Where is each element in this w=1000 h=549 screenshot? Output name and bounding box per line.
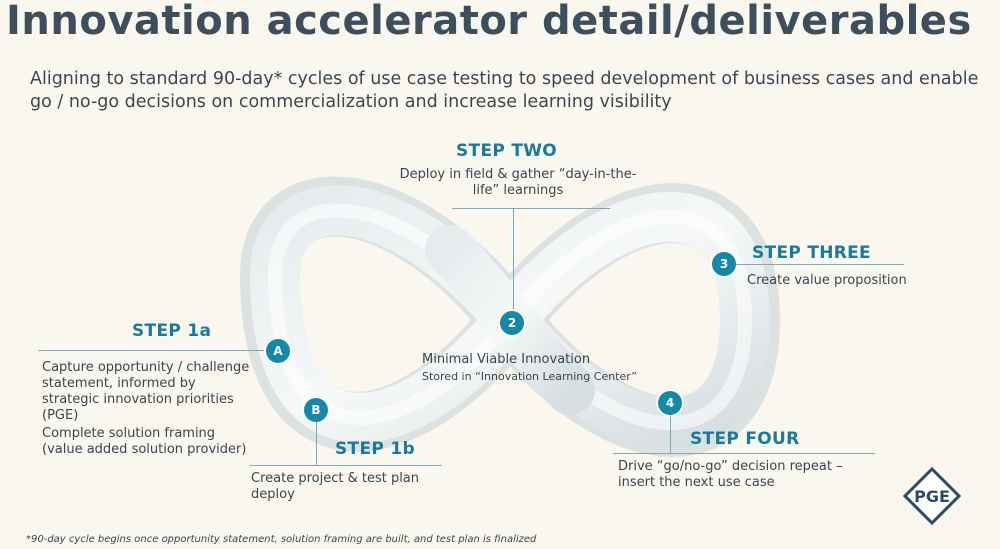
- step-four-text: Drive “go/no-go” decision repeat – inser…: [618, 459, 843, 490]
- step-1a-heading: STEP 1a: [132, 321, 212, 341]
- step-1b-rule: [250, 465, 442, 466]
- step-1a-rule: [38, 350, 265, 351]
- mvi-storage-label: Stored in “Innovation Learning Center”: [422, 370, 637, 383]
- step-two-text: Deploy in field & gather “day-in-the-lif…: [399, 167, 637, 198]
- mvi-label: Minimal Viable Innovation: [422, 352, 591, 367]
- step-two-badge: 2: [500, 311, 524, 335]
- step-1b-heading: STEP 1b: [335, 439, 415, 459]
- page-title: Innovation accelerator detail/deliverabl…: [6, 0, 972, 44]
- step-three-heading: STEP THREE: [752, 243, 871, 263]
- step-four-badge: 4: [658, 391, 682, 415]
- step-four-heading: STEP FOUR: [690, 429, 800, 449]
- step-1a-text-framing: Complete solution framing (value added s…: [42, 426, 247, 457]
- step-two-heading: STEP TWO: [456, 141, 558, 161]
- step-three-text: Create value proposition: [747, 273, 907, 288]
- footnote: *90-day cycle begins once opportunity st…: [26, 534, 537, 545]
- step-1b-badge: B: [304, 398, 328, 422]
- step-1b-connector: [316, 422, 317, 466]
- page-subtitle: Aligning to standard 90-day* cycles of u…: [30, 69, 979, 112]
- step-two-connector: [513, 208, 514, 313]
- step-three-badge: 3: [712, 252, 736, 276]
- step-1a-badge: A: [266, 339, 290, 363]
- step-four-connector: [670, 415, 671, 453]
- step-four-rule: [613, 453, 875, 454]
- pge-logo-text: PGE: [914, 487, 950, 506]
- step-1b-text: Create project & test plan deploy: [251, 471, 420, 502]
- step-two-rule: [452, 208, 610, 209]
- pge-logo: PGE: [902, 466, 962, 526]
- loop-band-highlight: [267, 203, 753, 430]
- step-three-rule: [736, 264, 904, 265]
- step-1a-text-capture: Capture opportunity / challenge statemen…: [42, 360, 250, 423]
